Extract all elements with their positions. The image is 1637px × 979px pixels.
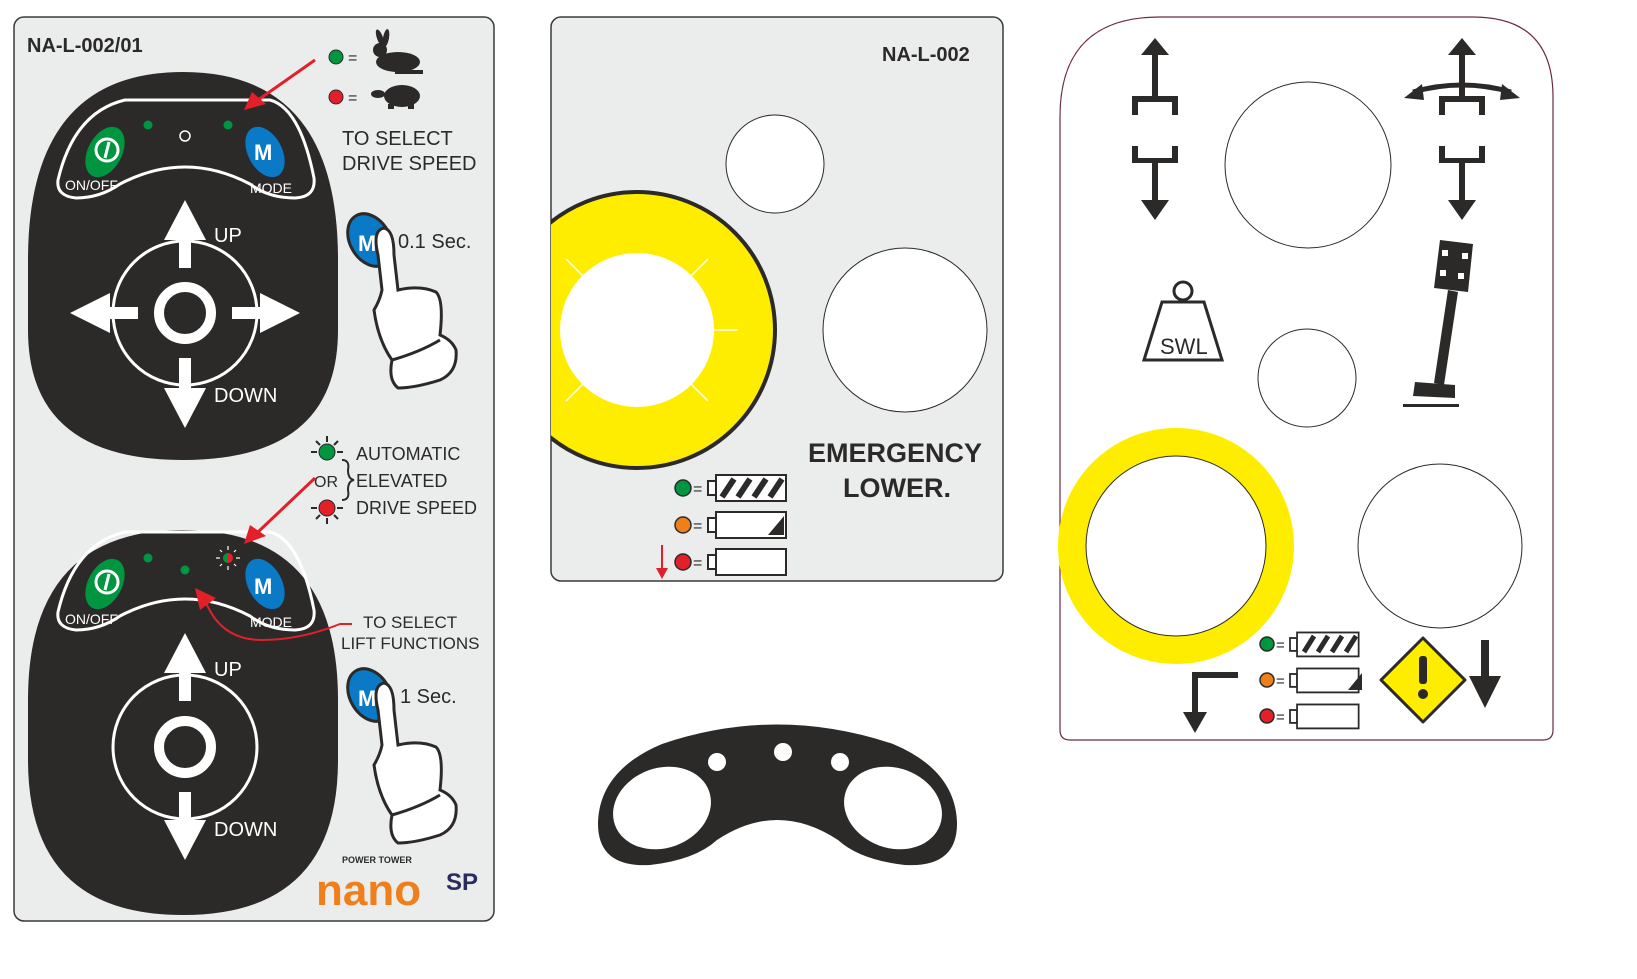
bent-down-arrow-icon [1183, 672, 1238, 733]
label-code: NA-L-002 [882, 44, 970, 66]
svg-text:M: M [358, 231, 376, 256]
svg-text:=: = [693, 481, 702, 498]
svg-text:TO SELECT: TO SELECT [342, 128, 453, 150]
turtle-icon [371, 85, 420, 109]
svg-text:SWL: SWL [1160, 334, 1208, 359]
lift-control-panel: ON/OFF MODE M UP DOWN [28, 530, 338, 915]
yellow-ring [1058, 428, 1294, 664]
svg-text:=: = [693, 555, 702, 572]
lift-rotate-icon [1404, 38, 1520, 220]
speed-legend: = = TO SELECT DRIVE SPEED [244, 29, 476, 175]
down-arrow-icon [1469, 640, 1501, 708]
svg-text:DRIVE SPEED: DRIVE SPEED [342, 153, 476, 175]
left-label-panel: NA-L-002/01 ON/OFF MODE M UP DOWN [13, 16, 495, 922]
svg-text:M: M [358, 686, 376, 711]
elevated-legend: OR AUTOMATIC ELEVATED DRIVE SPEED [311, 436, 477, 524]
svg-text:=: = [1276, 673, 1285, 690]
svg-text:LOWER.: LOWER. [843, 473, 951, 503]
button-cutout [822, 247, 988, 413]
svg-text:nano: nano [316, 866, 421, 915]
pad-bezel-shape [597, 724, 958, 866]
swl-weight-icon: SWL [1141, 280, 1225, 362]
svg-text:DOWN: DOWN [214, 819, 277, 841]
svg-text:UP: UP [214, 659, 242, 681]
button-cutout [1257, 328, 1357, 428]
button-cutout [1085, 455, 1267, 637]
up-label: UP [214, 225, 242, 247]
nano-sp-logo: POWER TOWER nano SP [316, 855, 478, 915]
svg-text:M: M [254, 574, 272, 599]
mode-button-m: M [254, 140, 272, 165]
rabbit-icon [373, 29, 423, 74]
svg-text:0.1 Sec.: 0.1 Sec. [398, 231, 471, 253]
button-cutout [1357, 463, 1523, 629]
svg-text:=: = [348, 50, 357, 67]
led-green [223, 120, 233, 130]
middle-label-panel: NA-L-002 EMERGENCY LOWER. = = = [550, 16, 1004, 582]
led-green [143, 120, 153, 130]
svg-text:ON/OFF: ON/OFF [65, 611, 118, 627]
red-arrow-icon [244, 92, 266, 110]
svg-text:=: = [1276, 709, 1285, 726]
joystick-4way-icon [70, 200, 300, 428]
blinking-green-led-icon [318, 443, 336, 461]
svg-text:EMERGENCY: EMERGENCY [808, 438, 982, 468]
svg-text:=: = [1276, 637, 1285, 654]
led-off [179, 130, 191, 142]
joystick-lever-icon [1403, 240, 1473, 407]
right-label-panel: SWL = = = [1058, 16, 1554, 741]
down-label: DOWN [214, 385, 277, 407]
emergency-lower-ring [551, 190, 777, 470]
press-long-instruction: M 1 Sec. [346, 667, 458, 845]
on-off-label: ON/OFF [65, 177, 118, 193]
svg-text:=: = [693, 518, 702, 535]
red-down-arrow-icon [656, 568, 668, 579]
lift-up-down-icon [1132, 38, 1178, 220]
svg-text:MODE: MODE [250, 614, 292, 630]
svg-text:1 Sec.: 1 Sec. [400, 686, 457, 708]
battery-indicator-legend: = = = [656, 474, 787, 579]
svg-text:AUTOMATIC: AUTOMATIC [356, 444, 460, 464]
battery-indicator-legend: = = = [1259, 631, 1362, 730]
drive-control-panel: ON/OFF MODE M UP DOWN [28, 72, 338, 460]
label-code: NA-L-002/01 [27, 35, 143, 57]
svg-text:DRIVE SPEED: DRIVE SPEED [356, 498, 477, 518]
mode-label: MODE [250, 180, 292, 196]
joystick-2way-icon [111, 633, 259, 860]
blinking-red-led-icon [318, 499, 336, 517]
svg-text:OR: OR [314, 474, 338, 491]
svg-text:SP: SP [446, 869, 478, 896]
svg-text:POWER TOWER: POWER TOWER [342, 855, 412, 865]
svg-text:=: = [348, 90, 357, 107]
svg-text:LIFT FUNCTIONS: LIFT FUNCTIONS [341, 634, 480, 653]
svg-text:TO SELECT: TO SELECT [363, 613, 457, 632]
button-cutout [725, 114, 825, 214]
svg-text:ELEVATED: ELEVATED [356, 471, 447, 491]
press-short-instruction: M 0.1 Sec. [346, 212, 471, 390]
button-cutout [1224, 81, 1392, 249]
warning-diamond-icon [1379, 636, 1467, 724]
